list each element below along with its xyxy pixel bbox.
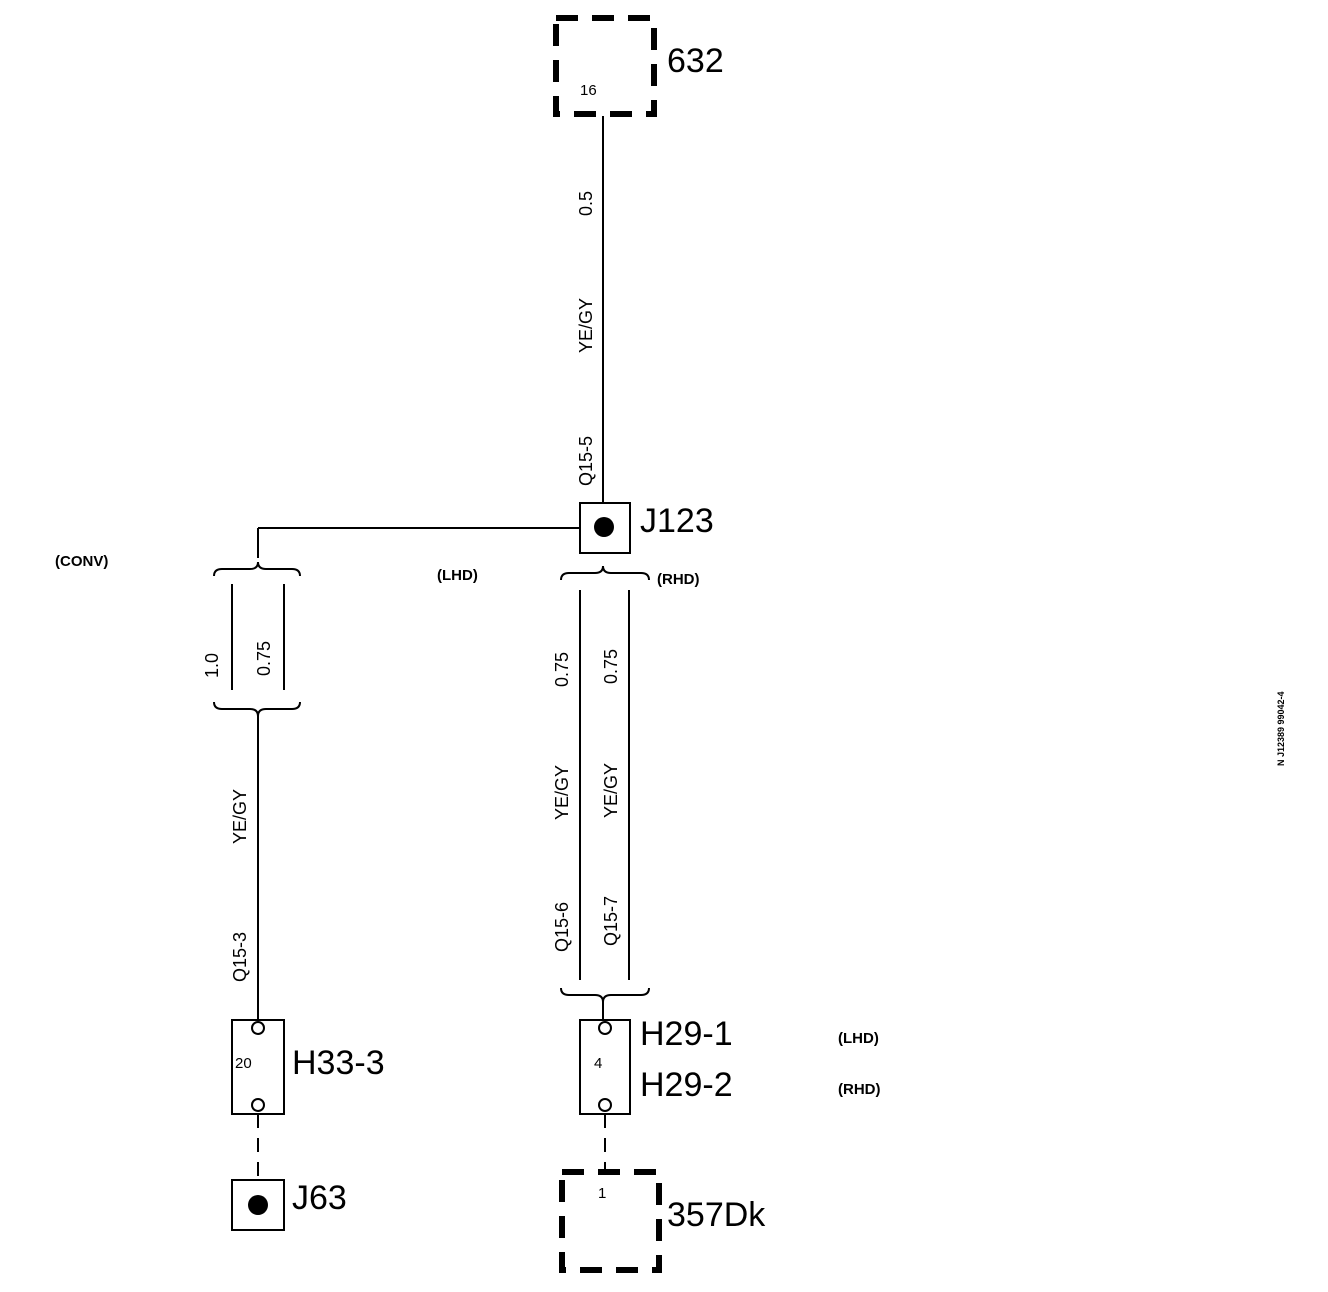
connector-632-label: 632 <box>667 42 724 80</box>
wire-rhd-size: 0.75 <box>601 649 621 684</box>
reference-code: N J12389 99042-4 <box>1276 691 1286 766</box>
wire-top-size: 0.5 <box>576 191 596 216</box>
wire-lhd-id: Q15-6 <box>552 902 572 952</box>
variant-lhd: (LHD) <box>437 567 478 584</box>
splice-j123-dot <box>594 517 614 537</box>
connector-h29-2-label: H29-2 <box>640 1066 733 1104</box>
connector-h29-1-label: H29-1 <box>640 1015 733 1053</box>
connector-h33-3-pin-bottom <box>251 1098 265 1112</box>
variant-rhd: (RHD) <box>657 571 700 588</box>
wire-lhd-color: YE/GY <box>552 765 572 820</box>
bracket-right-bottom <box>560 987 650 1003</box>
variant-rhd-right: (RHD) <box>838 1081 881 1098</box>
connector-632 <box>553 15 657 117</box>
wire-lhd-size: 0.75 <box>552 652 572 687</box>
wire-top-color: YE/GY <box>576 298 596 353</box>
bracket-right-top <box>560 565 650 581</box>
splice-j63-dot <box>248 1195 268 1215</box>
connector-h33-3-pin-top <box>251 1021 265 1035</box>
wire-left-color: YE/GY <box>230 789 250 844</box>
connector-h33-3-label: H33-3 <box>292 1044 385 1082</box>
wire-rhd-color: YE/GY <box>601 763 621 818</box>
bracket-left-top <box>213 561 301 577</box>
connector-357dk-pin: 1 <box>598 1185 606 1202</box>
connector-357dk-label: 357Dk <box>667 1196 766 1234</box>
connector-h29-pin-top <box>598 1021 612 1035</box>
splice-j63-label: J63 <box>292 1179 347 1217</box>
wire-left-id: Q15-3 <box>230 932 250 982</box>
wire-left-size-b: 0.75 <box>254 641 274 676</box>
wire-left-size-a: 1.0 <box>202 653 222 678</box>
wire-top-id: Q15-5 <box>576 436 596 486</box>
connector-h29-pin: 4 <box>594 1055 602 1072</box>
connector-h33-3-pin: 20 <box>235 1055 252 1072</box>
variant-conv: (CONV) <box>55 553 108 570</box>
splice-j123-label: J123 <box>640 502 714 540</box>
wire-rhd-id: Q15-7 <box>601 896 621 946</box>
connector-h29-pin-bottom <box>598 1098 612 1112</box>
variant-lhd-right: (LHD) <box>838 1030 879 1047</box>
connector-632-pin: 16 <box>580 82 597 99</box>
bracket-left-bottom <box>213 701 301 717</box>
connector-357dk <box>559 1169 662 1273</box>
